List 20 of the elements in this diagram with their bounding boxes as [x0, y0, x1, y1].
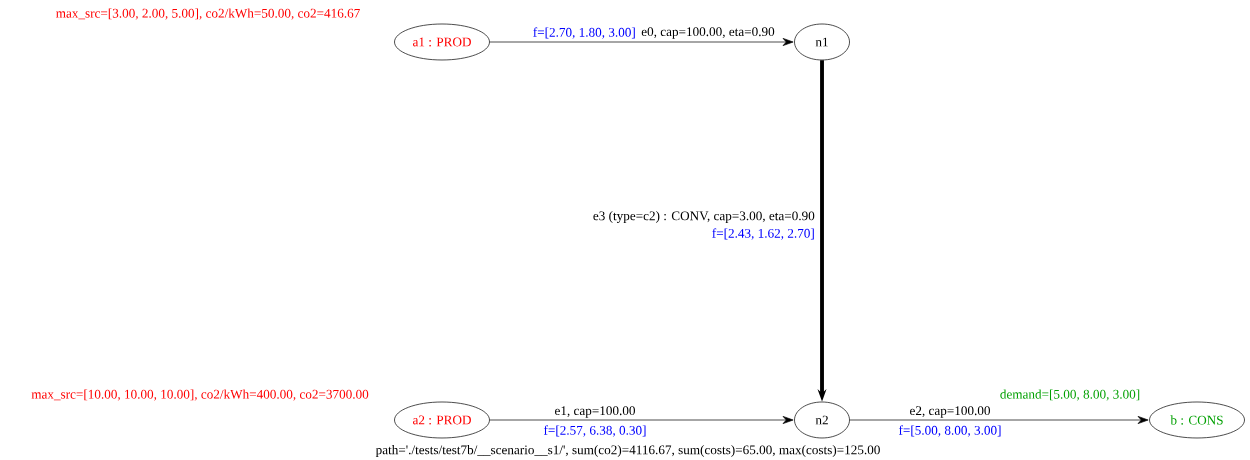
flow-label: f=[5.00, 8.00, 3.00] — [897, 424, 1003, 438]
edge-label: e3 (type=c2) : CONV, cap=3.00, eta=0.90 — [592, 210, 816, 224]
node-annotation: max_src=[3.00, 2.00, 5.00], co2/kWh=50.00, co2=416.67 — [56, 8, 360, 20]
arrow — [489, 416, 794, 424]
arrow — [849, 416, 1149, 424]
ellipse-node: a1 : PROD — [394, 23, 490, 61]
ellipse-node: n1 — [794, 23, 850, 61]
flow-label: f=[2.70, 1.80, 3.00] — [531, 26, 637, 40]
ellipse-node: n2 — [794, 401, 850, 439]
summary-text: path='./tests/test7b/__scenario__s1/', sum(co2)=4116.67, sum(costs)=65.00, max(costs)=125.00 — [374, 444, 882, 458]
arrow — [489, 38, 794, 46]
flow-label: f=[2.43, 1.62, 2.70] — [710, 227, 816, 241]
ellipse-node: a2 : PROD — [394, 401, 490, 439]
edge-label: e2, cap=100.00 — [908, 405, 992, 419]
node-annotation: demand=[5.00, 8.00, 3.00] — [1000, 389, 1140, 401]
edge-label: e1, cap=100.00 — [553, 405, 637, 419]
node-annotation: max_src=[10.00, 10.00, 10.00], co2/kWh=400.00, co2=3700.00 — [31, 389, 369, 401]
edge-label: e0, cap=100.00, eta=0.90 — [640, 26, 776, 40]
ellipse-node: b : CONS — [1149, 401, 1245, 439]
flow-label: f=[2.57, 6.38, 0.30] — [542, 424, 648, 438]
